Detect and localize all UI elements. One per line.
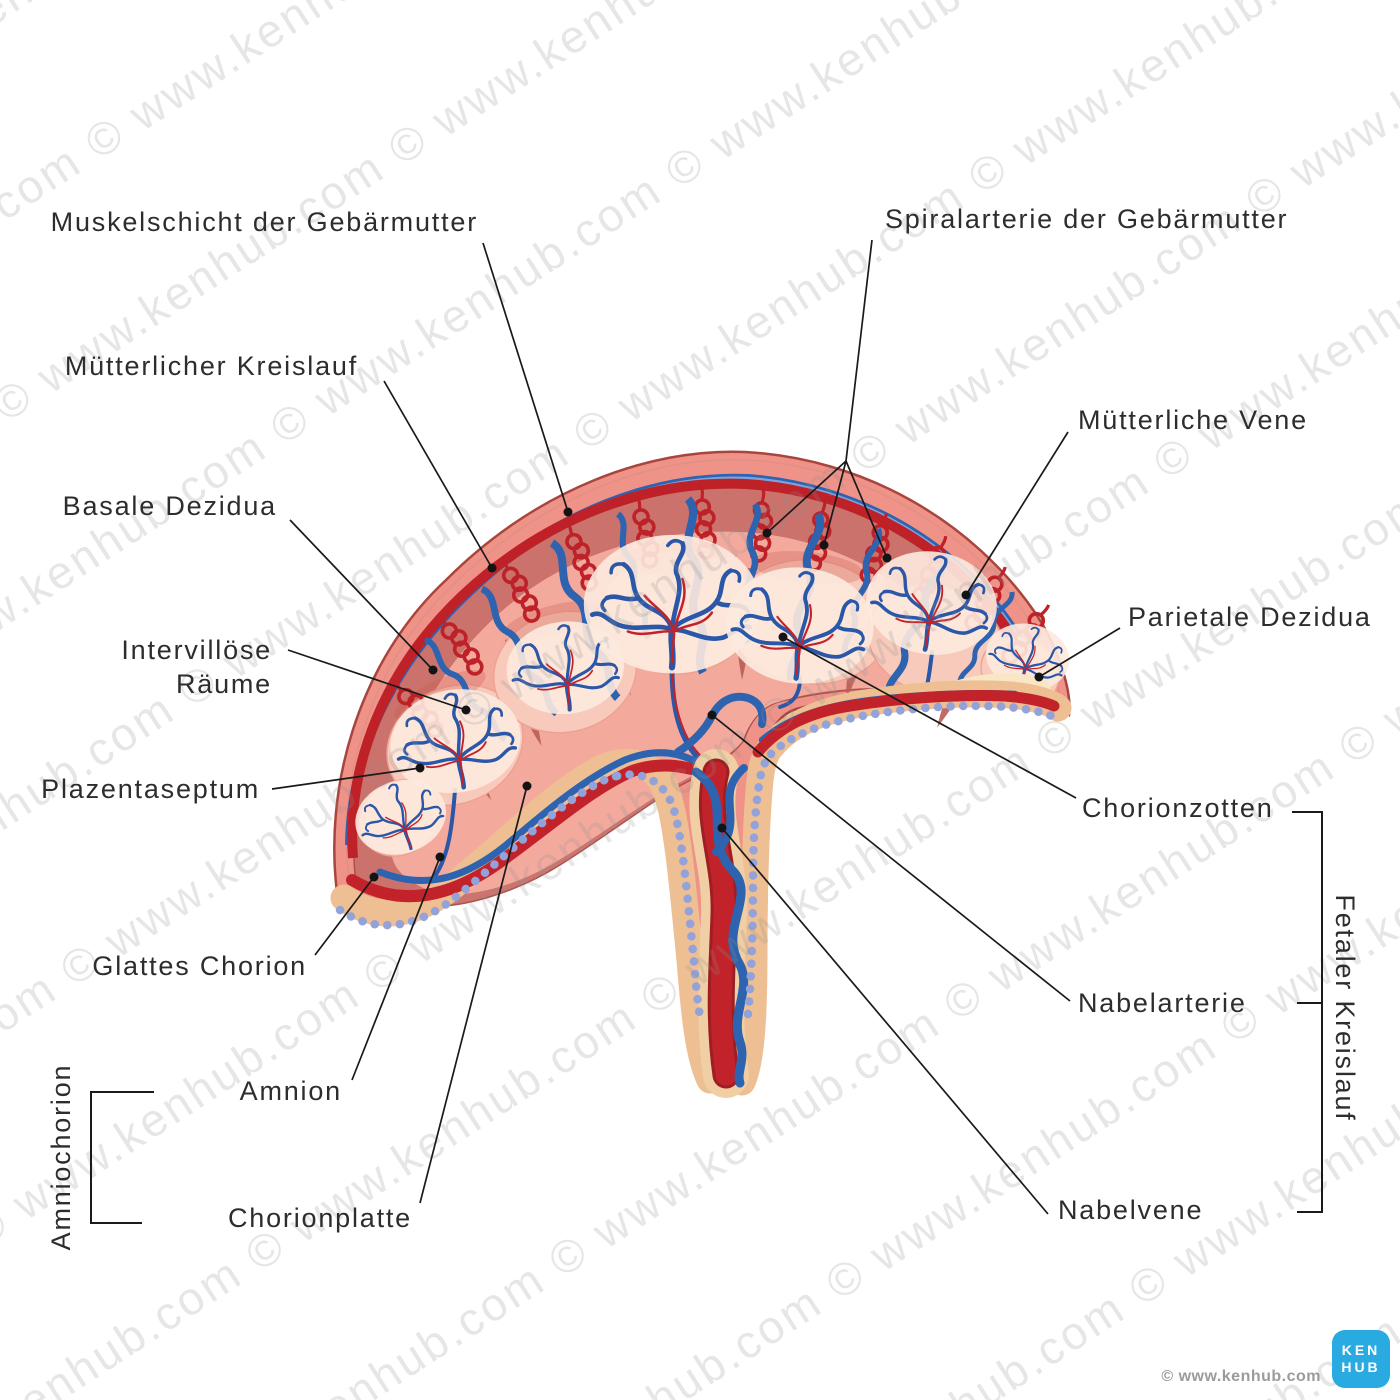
label-chorionzotten: Chorionzotten bbox=[1082, 793, 1274, 823]
leader-nabelarterie bbox=[711, 714, 1071, 1002]
label-fetaler-kreislauf: Fetaler Kreislauf bbox=[1330, 894, 1360, 1122]
label-parietale-dezidua: Parietale Dezidua bbox=[1128, 602, 1372, 632]
label-muetterliche-vene: Mütterliche Vene bbox=[1078, 405, 1308, 435]
dot-glattes-chorion bbox=[369, 872, 379, 882]
label-amniochorion: Amniochorion bbox=[46, 1063, 76, 1251]
dot-spiralarterie-2 bbox=[819, 540, 829, 550]
leader-nabelvene bbox=[721, 827, 1049, 1215]
leader-amnion bbox=[351, 856, 441, 1081]
dot-amnion bbox=[435, 852, 445, 862]
leader-chorionzotten bbox=[782, 636, 1077, 799]
dot-chorionplatte bbox=[522, 781, 532, 791]
dot-spiralarterie-3 bbox=[882, 553, 892, 563]
leader-spiralarterie bbox=[766, 239, 888, 559]
leader-parietale-dezidua bbox=[1038, 627, 1121, 678]
label-nabelarterie: Nabelarterie bbox=[1078, 988, 1247, 1018]
annotations bbox=[90, 239, 1323, 1224]
leader-chorionplatte bbox=[419, 785, 528, 1204]
kenhub-logo-text: HUB bbox=[1341, 1359, 1381, 1375]
dot-chorionzotten bbox=[778, 632, 788, 642]
dot-muetterlicher-kreislauf bbox=[487, 563, 497, 573]
kenhub-logo-text: KEN bbox=[1341, 1342, 1381, 1358]
dot-muskelschicht bbox=[563, 507, 573, 517]
bracket-fetaler-kreislauf bbox=[1292, 811, 1323, 1213]
dot-spiralarterie-1 bbox=[762, 528, 772, 538]
label-intervilloese-line2: Räume bbox=[175, 669, 272, 699]
label-basale-dezidua: Basale Dezidua bbox=[62, 491, 277, 521]
label-spiralarterie: Spiralarterie der Gebärmutter bbox=[885, 204, 1289, 234]
amnion-bead-line bbox=[335, 701, 1059, 1027]
dot-plazentaseptum bbox=[415, 763, 425, 773]
leader-intervilloese-raeume bbox=[287, 649, 467, 711]
label-intervilloese-line1: Intervillöse bbox=[121, 635, 272, 665]
dot-intervilloese-raeume bbox=[461, 705, 471, 715]
leader-muetterliche-vene bbox=[965, 431, 1069, 596]
label-chorionplatte: Chorionplatte bbox=[227, 1203, 412, 1233]
bracket-amniochorion bbox=[90, 1091, 154, 1224]
leader-basale-dezidua bbox=[289, 519, 434, 671]
leader-muetterlicher-kreislauf bbox=[383, 380, 493, 569]
kenhub-logo: KEN HUB bbox=[1332, 1330, 1390, 1388]
leader-glattes-chorion bbox=[314, 876, 375, 956]
dot-basale-dezidua bbox=[428, 665, 438, 675]
umbilical-cord bbox=[689, 749, 749, 1098]
annotation-dots bbox=[369, 507, 1044, 882]
label-glattes-chorion: Glattes Chorion bbox=[92, 951, 307, 981]
label-amnion: Amnion bbox=[239, 1076, 342, 1106]
dot-parietale-dezidua bbox=[1034, 672, 1044, 682]
dot-nabelarterie bbox=[707, 710, 717, 720]
dot-muetterliche-vene bbox=[961, 590, 971, 600]
copyright-text: © www.kenhub.com bbox=[1161, 1368, 1321, 1385]
placenta-illustration bbox=[330, 450, 1078, 1098]
umbilical-artery bbox=[712, 764, 748, 856]
dot-nabelvene bbox=[717, 823, 727, 833]
label-plazentaseptum: Plazentaseptum bbox=[41, 774, 260, 804]
leader-plazentaseptum bbox=[271, 767, 421, 790]
umbilical-artery bbox=[691, 767, 749, 1088]
chorionic-plate-vessels bbox=[346, 689, 1060, 903]
label-muskelschicht: Muskelschicht der Gebärmutter bbox=[50, 207, 478, 237]
leader-muskelschicht bbox=[482, 242, 569, 513]
label-nabelvene: Nabelvene bbox=[1058, 1195, 1204, 1225]
label-muetterlicher-kreislauf: Mütterlicher Kreislauf bbox=[64, 351, 358, 381]
